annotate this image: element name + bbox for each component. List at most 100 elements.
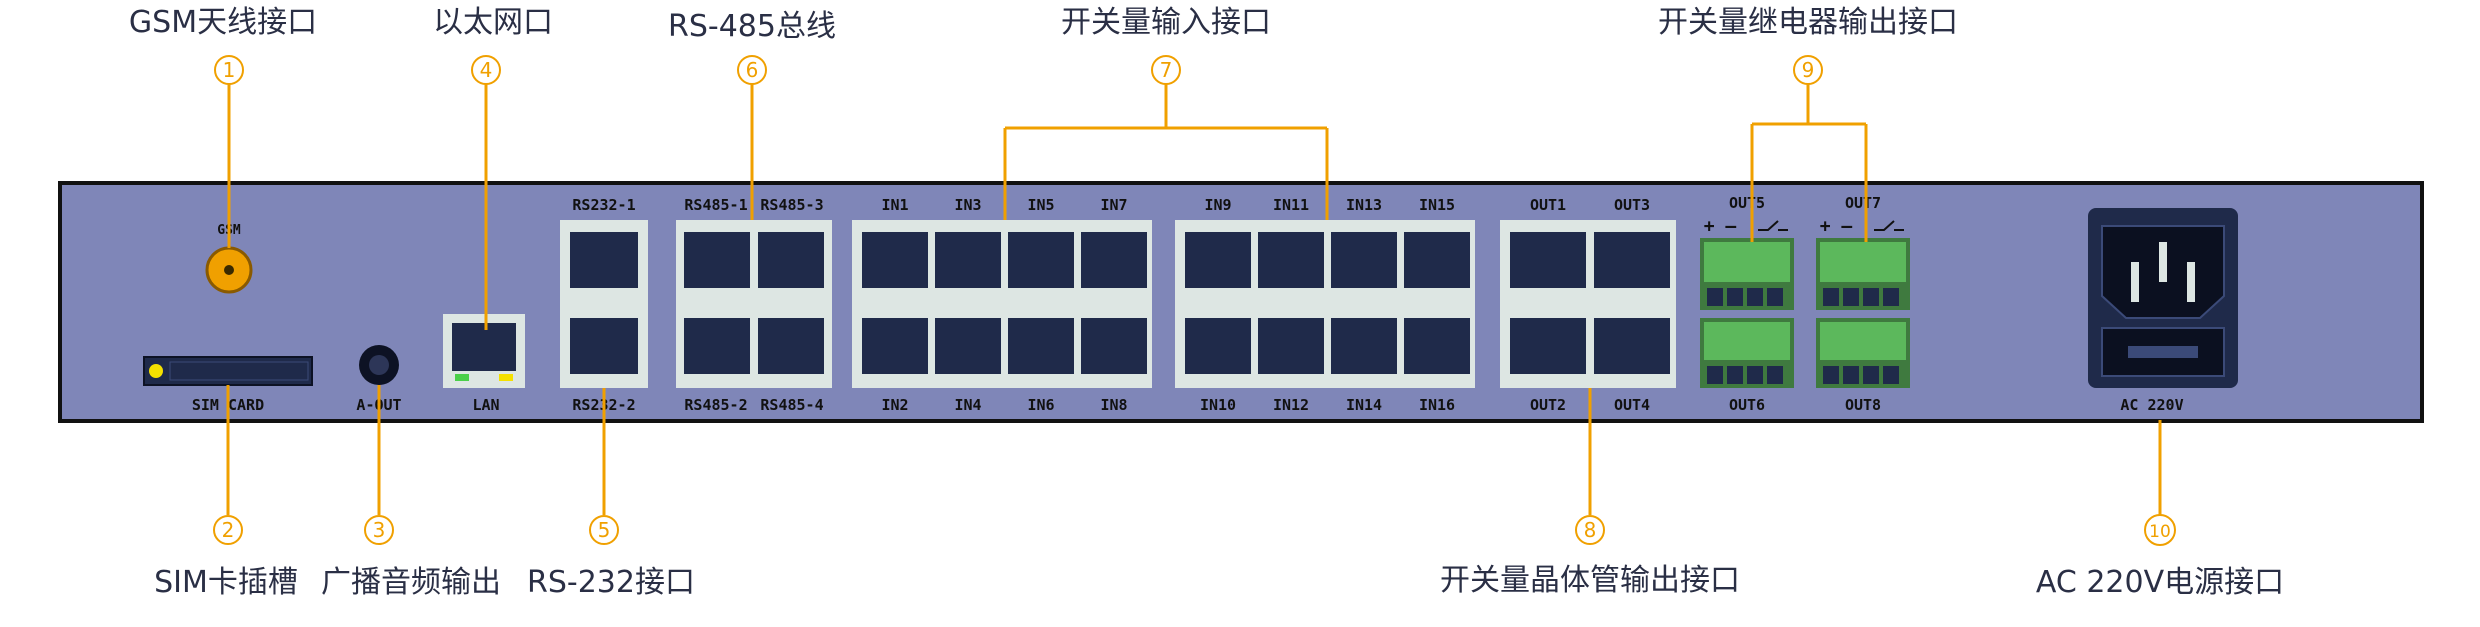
callout-number-6: 6 — [737, 55, 767, 85]
rj-port — [758, 318, 824, 374]
out-label: OUT4 — [1614, 396, 1650, 414]
rs485-3-label: RS485-3 — [760, 196, 823, 214]
in-label: IN9 — [1204, 196, 1231, 214]
callout-label-ethernet: 以太网口 — [433, 5, 553, 40]
ac-label: AC 220V — [2120, 396, 2183, 414]
relay-switch-symbol — [1758, 220, 1788, 231]
in-label: IN11 — [1273, 196, 1309, 214]
callout-number-10: 10 — [2144, 514, 2176, 546]
rj-port — [1081, 232, 1147, 288]
rs485-2-label: RS485-2 — [684, 396, 747, 414]
in-label: IN7 — [1100, 196, 1127, 214]
audio-out-jack — [359, 345, 399, 385]
relay-label: OUT6 — [1729, 396, 1765, 414]
rj-port — [684, 232, 750, 288]
svg-text:1: 1 — [223, 58, 236, 82]
in-label: IN8 — [1100, 396, 1127, 414]
svg-text:10: 10 — [2149, 522, 2171, 542]
lan-label: LAN — [472, 396, 499, 414]
rj-port — [1331, 232, 1397, 288]
rj-port — [570, 232, 638, 288]
callout-number-5: 5 — [589, 515, 619, 545]
callout-number-7: 7 — [1151, 55, 1181, 85]
relay-polarity: + – — [1820, 216, 1853, 237]
out-label: OUT1 — [1530, 196, 1566, 214]
relay-label: OUT7 — [1845, 194, 1881, 212]
relay-terminal-out8 — [1816, 318, 1910, 388]
out-label: OUT2 — [1530, 396, 1566, 414]
in-label: IN13 — [1346, 196, 1382, 214]
input-port-block-b — [1175, 220, 1475, 388]
rs485-4-label: RS485-4 — [760, 396, 823, 414]
relay-switch-symbol — [1874, 220, 1904, 231]
rj-port — [570, 318, 638, 374]
in-label: IN1 — [881, 196, 908, 214]
in-label: IN5 — [1027, 196, 1054, 214]
callout-label-transistor-output: 开关量晶体管输出接口 — [1440, 563, 1740, 598]
in-label: IN6 — [1027, 396, 1054, 414]
in-label: IN3 — [954, 196, 981, 214]
rs232-1-label: RS232-1 — [572, 196, 635, 214]
svg-text:9: 9 — [1802, 58, 1815, 82]
rj-port — [1331, 318, 1397, 374]
rs232-port-block — [560, 220, 648, 388]
in-label: IN10 — [1200, 396, 1236, 414]
svg-text:6: 6 — [746, 58, 759, 82]
rj-port — [935, 232, 1001, 288]
rj-port — [1185, 232, 1251, 288]
rj-port — [935, 318, 1001, 374]
callout-label-input: 开关量输入接口 — [1061, 5, 1271, 40]
rj-port — [1404, 232, 1470, 288]
rs485-1-label: RS485-1 — [684, 196, 747, 214]
rj-port — [684, 318, 750, 374]
in-label: IN12 — [1273, 396, 1309, 414]
rj-port — [1258, 318, 1324, 374]
callout-label-rs485: RS-485总线 — [668, 9, 836, 44]
rj-port — [1008, 318, 1074, 374]
out-label: OUT3 — [1614, 196, 1650, 214]
rj-port — [1510, 232, 1586, 288]
callout-label-audio: 广播音频输出 — [321, 565, 501, 600]
svg-text:7: 7 — [1160, 58, 1173, 82]
rj-port — [1594, 232, 1670, 288]
svg-text:2: 2 — [222, 518, 235, 542]
callout-label-ac-power: AC 220V电源接口 — [2036, 565, 2284, 600]
input-port-block-a — [852, 220, 1152, 388]
relay-polarity: + – — [1704, 216, 1737, 237]
rj-port — [1594, 318, 1670, 374]
gsm-antenna-connector — [205, 246, 253, 294]
svg-text:4: 4 — [480, 58, 493, 82]
callout-number-1: 1 — [214, 55, 244, 85]
callout-label-relay-output: 开关量继电器输出接口 — [1658, 5, 1958, 40]
svg-text:3: 3 — [373, 518, 386, 542]
svg-text:5: 5 — [598, 518, 611, 542]
rj-port — [862, 318, 928, 374]
relay-terminal-out5 — [1700, 238, 1794, 310]
lan-port — [443, 314, 525, 388]
in-label: IN2 — [881, 396, 908, 414]
rj-port — [1185, 318, 1251, 374]
callout-number-8: 8 — [1575, 515, 1605, 545]
rj-port — [1258, 232, 1324, 288]
in-label: IN14 — [1346, 396, 1382, 414]
callout-label-rs232: RS-232接口 — [527, 565, 695, 600]
sim-card-slot — [143, 356, 313, 386]
relay-terminal-out7 — [1816, 238, 1910, 310]
callout-number-4: 4 — [471, 55, 501, 85]
rj-port — [1510, 318, 1586, 374]
callout-number-3: 3 — [364, 515, 394, 545]
rj-port — [758, 232, 824, 288]
callout-number-2: 2 — [213, 515, 243, 545]
relay-label: OUT5 — [1729, 194, 1765, 212]
ac-power-socket — [2088, 208, 2238, 388]
leader-lines — [226, 84, 2162, 515]
rs485-port-block — [676, 220, 832, 388]
callout-label-gsm: GSM天线接口 — [129, 5, 317, 40]
rj-port — [1008, 232, 1074, 288]
in-label: IN4 — [954, 396, 981, 414]
callout-label-sim: SIM卡插槽 — [154, 565, 298, 600]
callout-number-9: 9 — [1793, 55, 1823, 85]
in-label: IN16 — [1419, 396, 1455, 414]
rj-port — [1081, 318, 1147, 374]
